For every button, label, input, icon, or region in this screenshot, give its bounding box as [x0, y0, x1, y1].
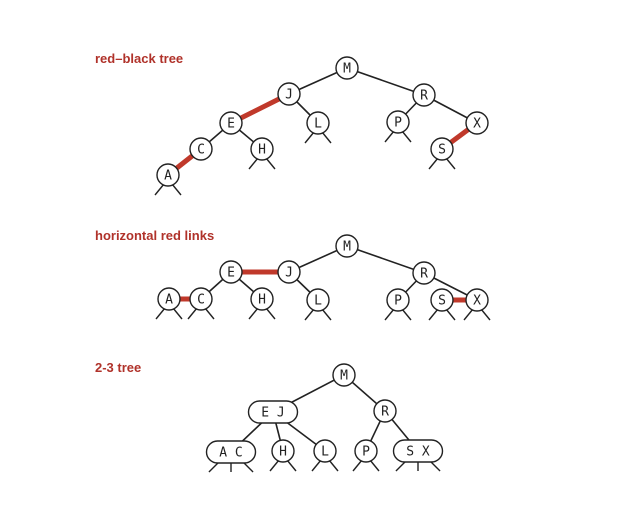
node-label-C: C	[197, 293, 205, 308]
node-R	[412, 83, 436, 107]
node-EJ	[247, 400, 299, 424]
null-link-H	[265, 307, 276, 320]
link-M-R	[346, 245, 425, 274]
null-link-L	[321, 131, 332, 144]
node-S	[430, 288, 454, 312]
null-link-L	[304, 308, 315, 321]
node-label-R: R	[381, 405, 389, 420]
node-label-H: H	[258, 143, 266, 158]
node-label-P: P	[394, 116, 402, 131]
node-E	[219, 111, 243, 135]
node-R	[373, 399, 397, 423]
null-link-A	[154, 183, 165, 196]
node-C	[189, 287, 213, 311]
null-link-S	[428, 308, 439, 321]
null-link-P	[401, 308, 412, 321]
null-link-H	[248, 157, 259, 170]
node-label-P: P	[362, 445, 370, 460]
node-H	[250, 137, 274, 161]
node-P	[354, 439, 378, 463]
node-L	[306, 111, 330, 135]
node-label-R: R	[420, 89, 428, 104]
node-label-J: J	[285, 266, 293, 281]
null-link-X	[480, 308, 491, 321]
node-label-S: S	[438, 294, 446, 309]
node-L	[313, 439, 337, 463]
node-AC	[205, 440, 257, 464]
null-link-H	[248, 307, 259, 320]
node-E	[219, 260, 243, 284]
node-label-P: P	[394, 294, 402, 309]
node-label-AC: A C	[219, 446, 242, 461]
null-link-L	[321, 308, 332, 321]
node-X	[465, 111, 489, 135]
node-label-C: C	[197, 143, 205, 158]
node-P	[386, 110, 410, 134]
node-label-L: L	[314, 117, 322, 132]
node-label-A: A	[164, 169, 172, 184]
node-M	[335, 234, 359, 258]
null-link-S	[445, 157, 456, 170]
node-J	[277, 82, 301, 106]
node-SX	[392, 439, 444, 463]
panel-title-horizontal-red-links: horizontal red links	[95, 228, 215, 243]
node-M	[332, 363, 356, 387]
null-link-X	[463, 308, 474, 321]
node-label-E: E	[227, 117, 235, 132]
node-S	[430, 137, 454, 161]
node-J	[277, 260, 301, 284]
node-A	[156, 163, 180, 187]
node-L	[306, 288, 330, 312]
node-X	[465, 288, 489, 312]
node-label-R: R	[420, 267, 428, 282]
node-label-H: H	[258, 293, 266, 308]
node-M	[335, 56, 359, 80]
null-link-P	[384, 130, 395, 143]
null-link-L	[311, 459, 322, 472]
node-label-A: A	[165, 293, 173, 308]
null-link-C	[187, 307, 198, 320]
null-link-H	[286, 459, 297, 472]
node-label-H: H	[279, 445, 287, 460]
null-link-A	[171, 183, 182, 196]
node-label-J: J	[285, 88, 293, 103]
null-link-P	[352, 459, 363, 472]
node-label-L: L	[321, 445, 329, 460]
node-label-X: X	[473, 117, 481, 132]
node-label-S: S	[438, 143, 446, 158]
null-link-C	[204, 307, 215, 320]
node-label-M: M	[343, 240, 351, 255]
node-H	[250, 287, 274, 311]
null-link-L	[328, 459, 339, 472]
node-R	[412, 261, 436, 285]
null-link-H	[269, 459, 280, 472]
node-H	[271, 439, 295, 463]
node-C	[189, 137, 213, 161]
null-link-H	[265, 157, 276, 170]
node-label-EJ: E J	[261, 406, 284, 421]
null-link-A	[172, 307, 183, 320]
node-label-X: X	[473, 294, 481, 309]
null-link-A	[155, 307, 166, 320]
node-label-E: E	[227, 266, 235, 281]
node-label-M: M	[340, 369, 348, 384]
null-link-P	[384, 308, 395, 321]
null-link-P	[369, 459, 380, 472]
node-P	[386, 288, 410, 312]
null-link-L	[304, 131, 315, 144]
null-link-S	[445, 308, 456, 321]
node-A	[157, 287, 181, 311]
node-label-L: L	[314, 294, 322, 309]
node-label-SX: S X	[406, 445, 430, 460]
null-link-S	[428, 157, 439, 170]
panel-title-red-black-tree: red–black tree	[95, 51, 184, 66]
node-label-M: M	[343, 62, 351, 77]
link-M-R	[346, 67, 425, 96]
panel-title-2-3-tree: 2-3 tree	[95, 360, 142, 375]
null-link-P	[401, 130, 412, 143]
